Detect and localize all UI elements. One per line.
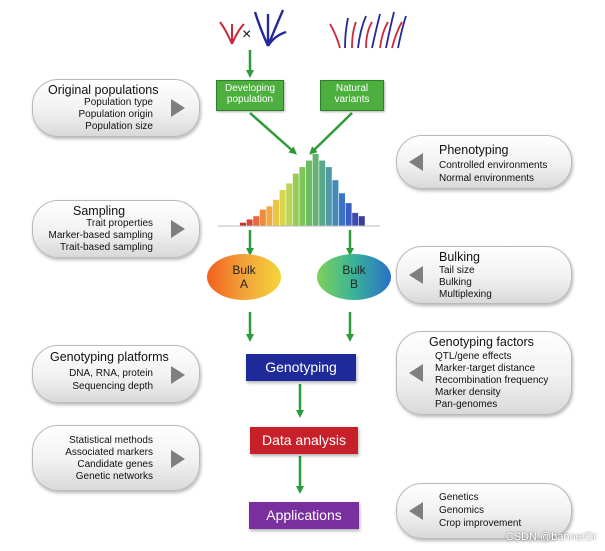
panel-item: Population type (84, 97, 153, 108)
panel-item: Trait-based sampling (59, 242, 153, 253)
triangle-marker-icon (171, 366, 185, 384)
cross-symbol: × (242, 26, 252, 43)
panel-title: Genotyping factors (429, 335, 534, 349)
triangle-marker-icon (171, 220, 185, 238)
triangle-marker-icon (409, 364, 423, 382)
histogram-bar (312, 154, 319, 226)
triangle-marker-icon (171, 99, 185, 117)
plant-red-icon (219, 21, 245, 45)
panel-item: Genomics (439, 505, 485, 516)
watermark: CSDN @bannerDr (505, 531, 597, 543)
sampling-panel: Sampling Trait properties Marker-based s… (32, 200, 200, 258)
developing-population-box: Developing population (216, 80, 284, 111)
applications-panel: Genetics Genomics Crop improvement (396, 483, 572, 539)
histogram-bar (286, 183, 293, 226)
panel-item: Trait properties (86, 218, 153, 229)
bulking-panel: Bulking Tail size Bulking Multiplexing (396, 246, 572, 304)
trait-histogram (240, 154, 365, 226)
bulk-b-label: Bulk B (317, 263, 391, 291)
panel-item: DNA, RNA, protein (69, 368, 153, 379)
down-arrow-icon (309, 112, 353, 155)
histogram-bar (292, 173, 299, 226)
bulk-a-line1: Bulk (232, 263, 256, 277)
histogram-bar (253, 216, 260, 226)
histogram-bar (279, 190, 286, 226)
panel-item: Controlled environments (439, 160, 548, 171)
panel-item: QTL/gene effects (435, 351, 512, 362)
panel-title: Sampling (73, 204, 126, 218)
bulk-a-line2: A (239, 277, 248, 291)
histogram-bar (319, 160, 326, 226)
panel-item: Population size (85, 121, 153, 132)
histogram-bar (339, 193, 345, 226)
triangle-marker-icon (171, 450, 185, 468)
panel-item: Genetic networks (75, 471, 153, 482)
triangle-marker-icon (409, 502, 423, 520)
panel-item: Normal environments (439, 173, 535, 184)
panel-item: Associated markers (65, 447, 153, 458)
histogram-bar (246, 219, 253, 226)
panel-item: Recombination frequency (435, 375, 549, 386)
statistics-panel: Statistical methods Associated markers C… (32, 425, 200, 491)
panel-item: Crop improvement (439, 518, 522, 529)
histogram-bar (352, 212, 359, 226)
genotyping-factors-panel: Genotyping factors QTL/gene effects Mark… (396, 331, 572, 415)
histogram-bar (332, 180, 339, 226)
panel-item: Statistical methods (69, 435, 153, 446)
histogram-bar (240, 222, 246, 226)
triangle-marker-icon (409, 266, 423, 284)
histogram-bar (345, 203, 352, 226)
panel-item: Sequencing depth (72, 381, 153, 392)
panel-title: Original populations (48, 83, 159, 97)
panel-item: Population origin (78, 109, 154, 120)
genotyping-platforms-panel: Genotyping platforms DNA, RNA, protein S… (32, 345, 200, 403)
histogram-bar (306, 160, 312, 226)
bulk-b-line1: Bulk (342, 263, 366, 277)
panel-title: Phenotyping (439, 143, 509, 157)
panel-item: Bulking (439, 277, 472, 288)
plant-blue-icon (253, 9, 287, 47)
panel-title: Bulking (439, 250, 480, 264)
panel-item: Multiplexing (439, 289, 492, 300)
histogram-bar (299, 167, 306, 226)
histogram-bar (259, 209, 266, 226)
panel-item: Marker-based sampling (48, 230, 154, 241)
panel-item: Marker density (435, 387, 501, 398)
triangle-marker-icon (409, 153, 423, 171)
histogram-bar (325, 167, 332, 226)
plant-group-icon (329, 11, 407, 49)
down-arrow-icon (249, 112, 297, 155)
bulk-b-ellipse (317, 254, 391, 300)
histogram-bar (266, 206, 273, 226)
panel-item: Marker-target distance (435, 363, 536, 374)
panel-title: Genotyping platforms (50, 350, 169, 364)
data-analysis-box: Data analysis (250, 427, 358, 454)
histogram-bar (273, 199, 279, 226)
bulk-a-ellipse (207, 254, 281, 300)
panel-item: Genetics (439, 492, 479, 503)
panel-item: Candidate genes (77, 459, 153, 470)
applications-box: Applications (249, 502, 359, 529)
genotyping-box: Genotyping (246, 354, 356, 381)
bulk-b-line2: B (349, 277, 358, 291)
original-populations-panel: Original populations Population type Pop… (32, 79, 200, 137)
panel-item: Pan-genomes (435, 399, 498, 410)
panel-item: Tail size (439, 265, 475, 276)
natural-variants-box: Natural variants (320, 80, 384, 111)
histogram-bar (358, 216, 365, 226)
phenotyping-panel: Phenotyping Controlled environments Norm… (396, 135, 572, 189)
bulk-a-label: Bulk A (207, 263, 281, 291)
